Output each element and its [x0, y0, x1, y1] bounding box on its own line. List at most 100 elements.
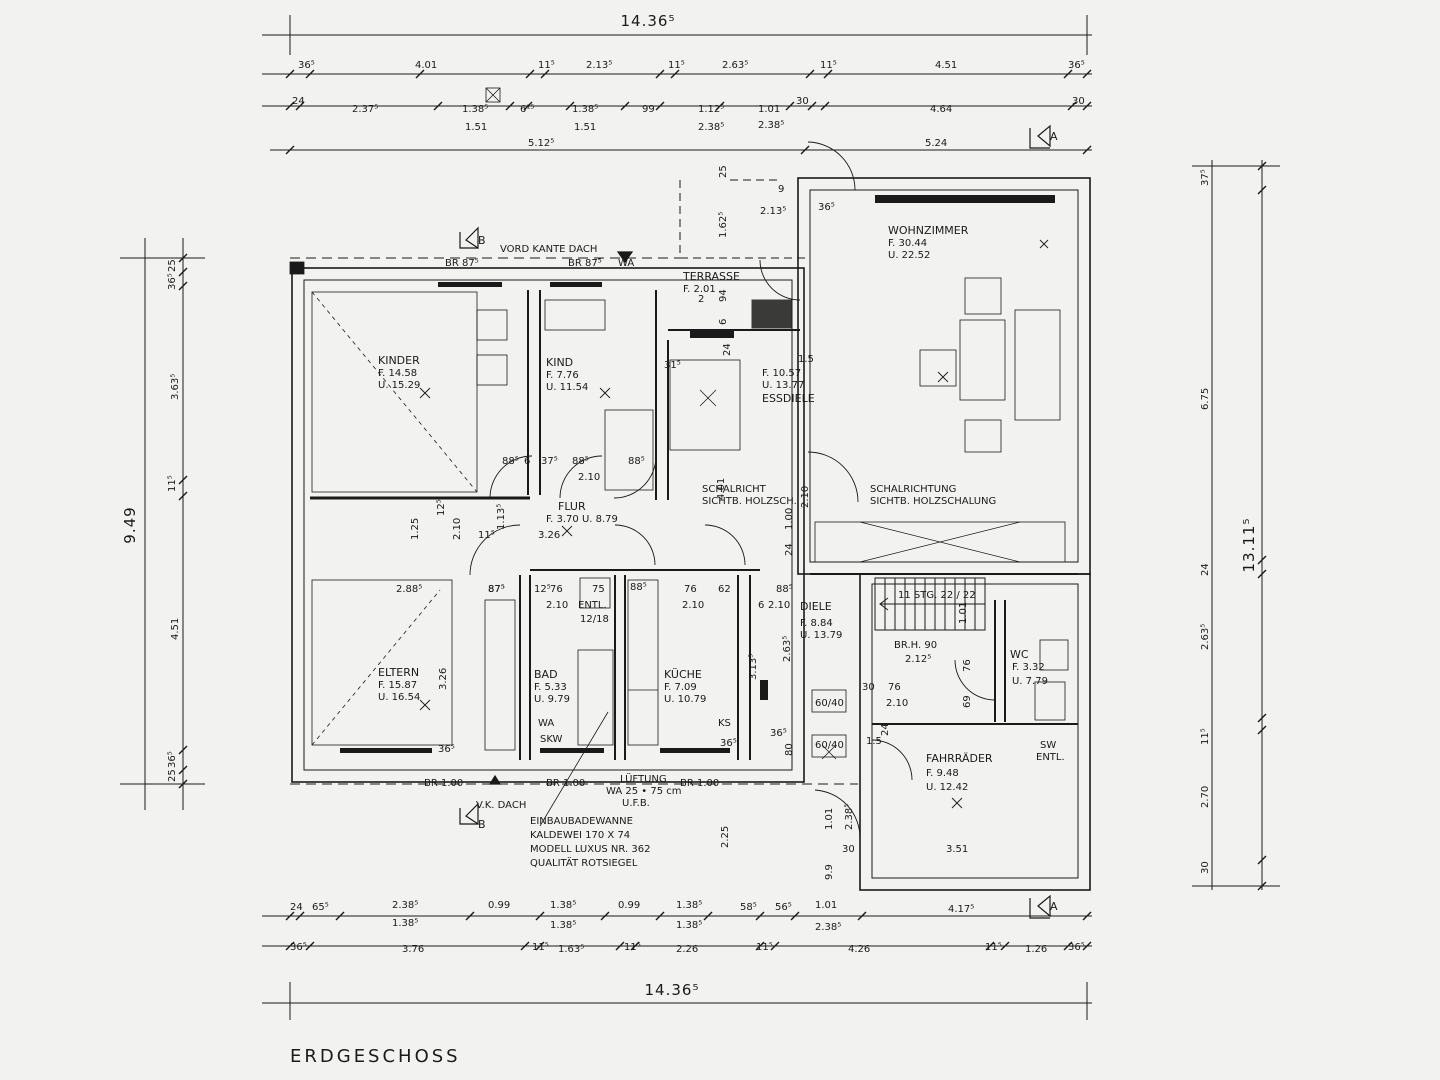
dim-text: 1.38⁵ — [572, 104, 598, 115]
dim-text: 3.13⁵ — [748, 654, 759, 680]
walls — [290, 177, 1091, 891]
dimension-tick — [800, 145, 810, 155]
dim-text: 2.10 — [546, 600, 568, 611]
dim-text: 11⁵ — [624, 942, 641, 953]
room-name: ESSDIELE — [762, 392, 815, 405]
room-area: F. 7.09 — [664, 682, 697, 693]
dimension-tick — [433, 101, 443, 111]
dimension-tick — [655, 911, 665, 921]
dim-text: 2.88⁵ — [396, 584, 422, 595]
parapet-note: BR 1.00 — [424, 778, 463, 789]
dim-text: 76 — [684, 584, 697, 595]
dim-text: 6¹⁵ — [520, 104, 534, 115]
dim-text: 1.51 — [465, 122, 487, 133]
dimension-tick — [305, 69, 315, 79]
dimension-tick — [178, 281, 188, 291]
overall-width-bottom: 14.36⁵ — [645, 981, 700, 999]
dim-text: 75 — [592, 584, 605, 595]
dimension-tick — [295, 101, 305, 111]
dim-text: 1.62⁵ — [718, 212, 729, 238]
section-label-b-top: B — [478, 234, 486, 247]
dimension-lines — [120, 15, 1280, 1020]
dim-text: 65⁵ — [312, 902, 329, 913]
bathtub-spec-1: EINBAUBADEWANNE — [530, 816, 633, 827]
dim-text: 4.01 — [415, 60, 437, 71]
room-wc: WC F. 3.32 U. 7.79 — [1010, 648, 1048, 687]
dimension-tick — [178, 475, 188, 485]
dim-text: 11⁵ — [668, 60, 685, 71]
dim-text: 37⁵ — [1200, 169, 1211, 186]
room-flur: FLUR F. 3.70 U. 8.79 3.26 — [538, 500, 618, 541]
dim-text: 56⁵ — [775, 902, 792, 913]
dim-text: 36⁵ — [770, 728, 787, 739]
dimension-tick — [178, 267, 188, 277]
room-diele: DIELE F. 8.84 U. 13.79 — [800, 600, 842, 641]
water-connection-note: WA — [618, 258, 634, 269]
dim-text: 69 — [962, 695, 973, 708]
room-name: FAHRRÄDER — [926, 752, 993, 765]
dimension-tick — [1082, 941, 1092, 951]
roof-edge-note-bottom: V.K. DACH — [476, 800, 526, 811]
dimension-tick — [807, 101, 817, 111]
dim-text: 2.10 — [682, 600, 704, 611]
wa-bad-note: WA — [538, 718, 554, 729]
dim-left-column: 36⁵ 25 3.63⁵ 11⁵ 4.51 36⁵ 25 — [167, 259, 181, 782]
dimension-tick — [755, 911, 765, 921]
dimension-tick — [285, 911, 295, 921]
dimension-tick — [1257, 569, 1267, 579]
room-area: F. 2.01 — [683, 284, 716, 295]
bathtub-spec-4: QUALITÄT ROTSIEGEL — [530, 856, 638, 869]
dim-text: 1.38⁵ — [676, 920, 702, 931]
dim-text: 1.01 — [958, 602, 969, 624]
room-perimeter: U. 16.54 — [378, 692, 420, 703]
ventilation-note: LÜFTUNG — [620, 772, 667, 785]
dim-text: 4.01 — [716, 478, 727, 500]
section-label-a-bottom: A — [1050, 900, 1058, 913]
dim-text: 88⁵ — [628, 456, 645, 467]
dimension-tick — [1257, 713, 1267, 723]
room-eltern: ELTERN F. 15.87 U. 16.54 — [378, 666, 420, 703]
dim-text: 2.38⁵ — [392, 900, 418, 911]
room-name: BAD — [534, 668, 558, 681]
dimension-tick — [1257, 881, 1267, 891]
room-name: KIND — [546, 356, 573, 369]
dimension-tick — [520, 941, 530, 951]
dim-text: 2.38⁵ — [698, 122, 724, 133]
dim-text: 88⁵ — [630, 582, 647, 593]
room-perimeter: U. 15.29 — [378, 380, 420, 391]
sw-note: SW — [1040, 740, 1056, 751]
dim-text: 36⁵ — [167, 273, 178, 290]
room-area: F. 5.33 — [534, 682, 567, 693]
dim-text: 1.13⁵ — [496, 504, 507, 530]
room-perimeter: U. 11.54 — [546, 382, 588, 393]
dim-text: 6 — [758, 600, 764, 611]
dimension-tick — [295, 911, 305, 921]
dimension-ticks — [178, 69, 1267, 951]
dim-text: 4.64 — [930, 104, 952, 115]
room-perimeter: U. 9.79 — [534, 694, 570, 705]
dim-text: 24 — [880, 723, 891, 736]
room-perimeter: U. 13.79 — [800, 630, 842, 641]
dim-text: 30 — [862, 682, 875, 693]
dim-text: 24 — [1200, 563, 1211, 576]
dim-text: 2.10 — [578, 472, 600, 483]
dim-text: 11⁵ — [820, 60, 837, 71]
room-kueche: KÜCHE F. 7.09 U. 10.79 — [664, 668, 706, 705]
dim-text: 2.10 — [800, 486, 811, 508]
dimension-tick — [1257, 725, 1267, 735]
dimension-tick — [523, 101, 533, 111]
parapet-height-note: BR.H. 90 — [894, 640, 937, 651]
dimension-tick — [535, 911, 545, 921]
room-fahrraeder: FAHRRÄDER F. 9.48 U. 12.42 — [926, 752, 993, 793]
dim-text: 2.10 — [452, 518, 463, 540]
dim-bottom-row2: 36⁵ 3.76 11⁵ 1.63⁵ 11⁵ 2.26 11⁵ 4.26 11⁵… — [290, 942, 1085, 955]
box-note: 60/40 — [815, 740, 844, 751]
dim-text: 76 — [888, 682, 901, 693]
room-wohnzimmer: WOHNZIMMER F. 30.44 U. 22.52 — [888, 224, 969, 261]
dim-text: 2.38⁵ — [844, 804, 855, 830]
dimension-tick — [770, 941, 780, 951]
dim-text: 30 — [796, 96, 809, 107]
dim-text: 1.26 — [1025, 944, 1047, 955]
dimension-tick — [670, 69, 680, 79]
